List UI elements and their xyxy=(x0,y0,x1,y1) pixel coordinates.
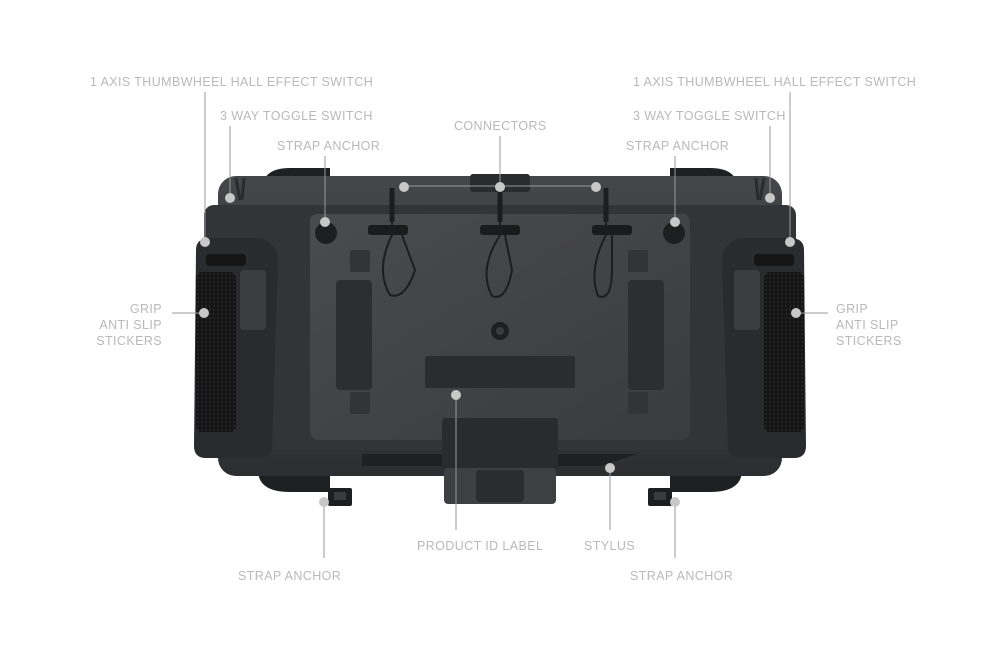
label-thumbwheel-left: 1 AXIS THUMBWHEEL HALL EFFECT SWITCH xyxy=(90,75,374,89)
label-strap-anchor-top-right: STRAP ANCHOR xyxy=(626,139,730,153)
grip-right-line-1: GRIP xyxy=(836,302,869,316)
label-thumbwheel-right: 1 AXIS THUMBWHEEL HALL EFFECT SWITCH xyxy=(633,75,917,89)
label-strap-anchor-bottom-right: STRAP ANCHOR xyxy=(630,569,734,583)
callout-dot xyxy=(605,463,615,473)
strap-anchor-bottom-left-part xyxy=(328,488,352,506)
label-stylus: STYLUS xyxy=(584,539,636,553)
label-grip-right: GRIP ANTI SLIP STICKERS xyxy=(836,301,926,349)
right-toggle-switch xyxy=(754,177,766,201)
grip-left-line-1: GRIP xyxy=(129,302,162,316)
label-strap-anchor-top-left: STRAP ANCHOR xyxy=(277,139,381,153)
callout-dot xyxy=(451,390,461,400)
right-grip xyxy=(722,238,806,458)
center-mount xyxy=(491,322,509,340)
strap-anchor-bottom-right-part xyxy=(648,488,672,506)
connector-cables xyxy=(381,188,613,298)
label-toggle-left: 3 WAY TOGGLE SWITCH xyxy=(220,109,373,123)
leader-lines xyxy=(172,92,828,558)
grip-right-line-3: STICKERS xyxy=(836,334,902,348)
grip-left-line-2: ANTI SLIP xyxy=(99,318,162,332)
callout-dot xyxy=(199,308,209,318)
strap-anchor-hole-right xyxy=(663,222,685,244)
product-id-label-area xyxy=(425,356,575,388)
callout-dot xyxy=(320,217,330,227)
callout-dot xyxy=(200,237,210,247)
callout-dot xyxy=(785,237,795,247)
label-toggle-right: 3 WAY TOGGLE SWITCH xyxy=(633,109,786,123)
label-connectors: CONNECTORS xyxy=(454,119,547,133)
grip-right-line-2: ANTI SLIP xyxy=(836,318,899,332)
strap-anchor-hole-left xyxy=(315,222,337,244)
bottom-dock xyxy=(442,418,558,504)
callout-dot xyxy=(670,217,680,227)
callout-dot xyxy=(791,308,801,318)
callout-dot xyxy=(225,193,235,203)
callout-dot xyxy=(670,497,680,507)
callout-dot xyxy=(495,182,505,192)
callout-dot xyxy=(319,497,329,507)
left-toggle-switch xyxy=(234,177,246,201)
callout-dot xyxy=(399,182,409,192)
label-strap-anchor-bottom-left: STRAP ANCHOR xyxy=(238,569,342,583)
left-grip xyxy=(194,238,278,458)
callout-dots xyxy=(199,182,801,507)
grip-left-line-3: STICKERS xyxy=(96,334,162,348)
callout-dot xyxy=(591,182,601,192)
label-grip-left: GRIP ANTI SLIP STICKERS xyxy=(80,301,162,349)
label-product-id: PRODUCT ID LABEL xyxy=(417,539,544,553)
callout-dot xyxy=(765,193,775,203)
